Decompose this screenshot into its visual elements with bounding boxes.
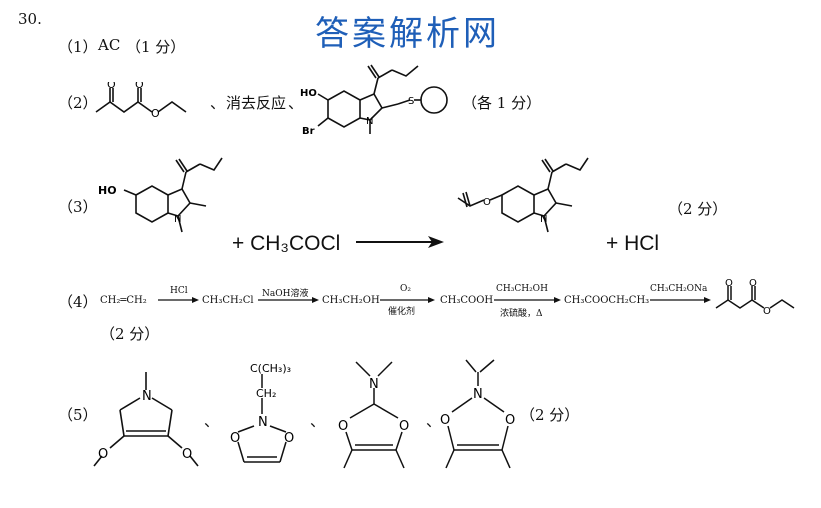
part3-score: （2 分） xyxy=(668,200,728,218)
part1-answer: AC xyxy=(98,36,121,54)
o-atom: O xyxy=(440,413,450,428)
o-atom: O xyxy=(763,306,771,316)
arrow-4 xyxy=(494,297,561,303)
arrow-2 xyxy=(258,297,319,303)
n-atom: N xyxy=(258,415,268,430)
ethyl-acetoacetate-structure: O O O xyxy=(95,82,187,120)
o-atom: O xyxy=(338,419,348,434)
bromo-indole-thioether-structure: HO Br N S xyxy=(300,64,448,137)
o-atom: O xyxy=(284,431,294,446)
s-atom: S xyxy=(408,96,414,107)
part1-score: （1 分） xyxy=(126,38,186,56)
ethyl-acetate: CH₃COOCH₂CH₃ xyxy=(564,295,650,306)
separator: 、 xyxy=(426,412,442,430)
ethyl-acetoacetate-product: O O O xyxy=(715,278,795,316)
n-atom: N xyxy=(174,214,181,225)
reagent-sodium-ethoxide: CH₃CH₂ONa xyxy=(650,284,708,294)
reactant-acetyl-chloride: + CH₃COCl xyxy=(232,232,341,255)
ethanol: CH₃CH₂OH xyxy=(322,295,380,306)
reagent-catalyst: 催化剂 xyxy=(388,307,416,317)
o-atom: O xyxy=(230,431,240,446)
arrow-3 xyxy=(380,297,435,303)
acetoxy-indole-ester-structure: O N xyxy=(457,157,589,233)
arrow-5 xyxy=(650,297,711,303)
part3-label: （3） xyxy=(58,198,98,216)
isomer-dimethylamino-dioxole: N O O xyxy=(338,361,409,469)
o-atom: O xyxy=(107,82,116,91)
part5-score: （2 分） xyxy=(520,406,580,424)
isomer-neopentyl-oxadiazole: C(CH₃)₃ CH₂ N O O xyxy=(230,362,294,463)
product-hcl: + HCl xyxy=(606,232,660,255)
reagent-ethanol: CH₃CH₂OH xyxy=(496,284,548,294)
separator: 、 xyxy=(288,94,304,112)
o-atom: O xyxy=(505,413,515,428)
watermark: 答案解析网 xyxy=(315,14,500,54)
o-atom: O xyxy=(98,447,108,462)
ethylene: CH₂═CH₂ xyxy=(100,295,147,306)
part1-label: （1） xyxy=(58,38,98,56)
part2-score: （各 1 分） xyxy=(462,94,542,112)
br-atom: Br xyxy=(302,126,315,137)
part5-label: （5） xyxy=(58,406,98,424)
o-atom: O xyxy=(135,82,144,91)
o-atom: O xyxy=(725,278,733,289)
o-atom: O xyxy=(749,278,757,289)
tert-butyl-group: C(CH₃)₃ xyxy=(250,362,291,375)
o-atom: O xyxy=(483,197,491,208)
o-atom: O xyxy=(151,107,160,120)
ho-group: HO xyxy=(98,184,117,197)
reaction-arrow xyxy=(356,236,444,248)
chloroethane: CH₃CH₂Cl xyxy=(202,295,254,306)
n-atom: N xyxy=(369,377,379,392)
o-atom: O xyxy=(182,447,192,462)
separator: 、 xyxy=(210,94,226,112)
part4-score: （2 分） xyxy=(100,325,160,343)
part2-label: （2） xyxy=(58,94,98,112)
hydroxy-indole-ester-structure: HO N xyxy=(98,157,223,233)
ch2-group: CH₂ xyxy=(256,387,276,400)
arrow-1 xyxy=(158,297,199,303)
acetic-acid: CH₃COOH xyxy=(440,295,494,306)
part4-label: （4） xyxy=(58,293,98,311)
n-atom: N xyxy=(540,214,547,225)
isomer-isopropyl-oxadiazole: N O O xyxy=(440,359,515,469)
reagent-hcl: HCl xyxy=(170,286,188,296)
reagent-sulfuric-acid: 浓硫酸，Δ xyxy=(500,309,543,319)
reagent-o2: O₂ xyxy=(400,284,411,294)
o-atom: O xyxy=(399,419,409,434)
n-atom: N xyxy=(142,389,152,404)
separator: 、 xyxy=(204,412,220,430)
isomer-pyrroline-dimethoxy: N O O xyxy=(93,372,199,467)
ho-group: HO xyxy=(300,88,317,99)
reaction-type: 消去反应 xyxy=(226,94,287,112)
separator: 、 xyxy=(310,412,326,430)
question-number: 30. xyxy=(18,10,42,28)
n-atom: N xyxy=(473,387,483,402)
reagent-naoh: NaOH溶液 xyxy=(262,289,309,299)
n-atom: N xyxy=(366,116,373,127)
